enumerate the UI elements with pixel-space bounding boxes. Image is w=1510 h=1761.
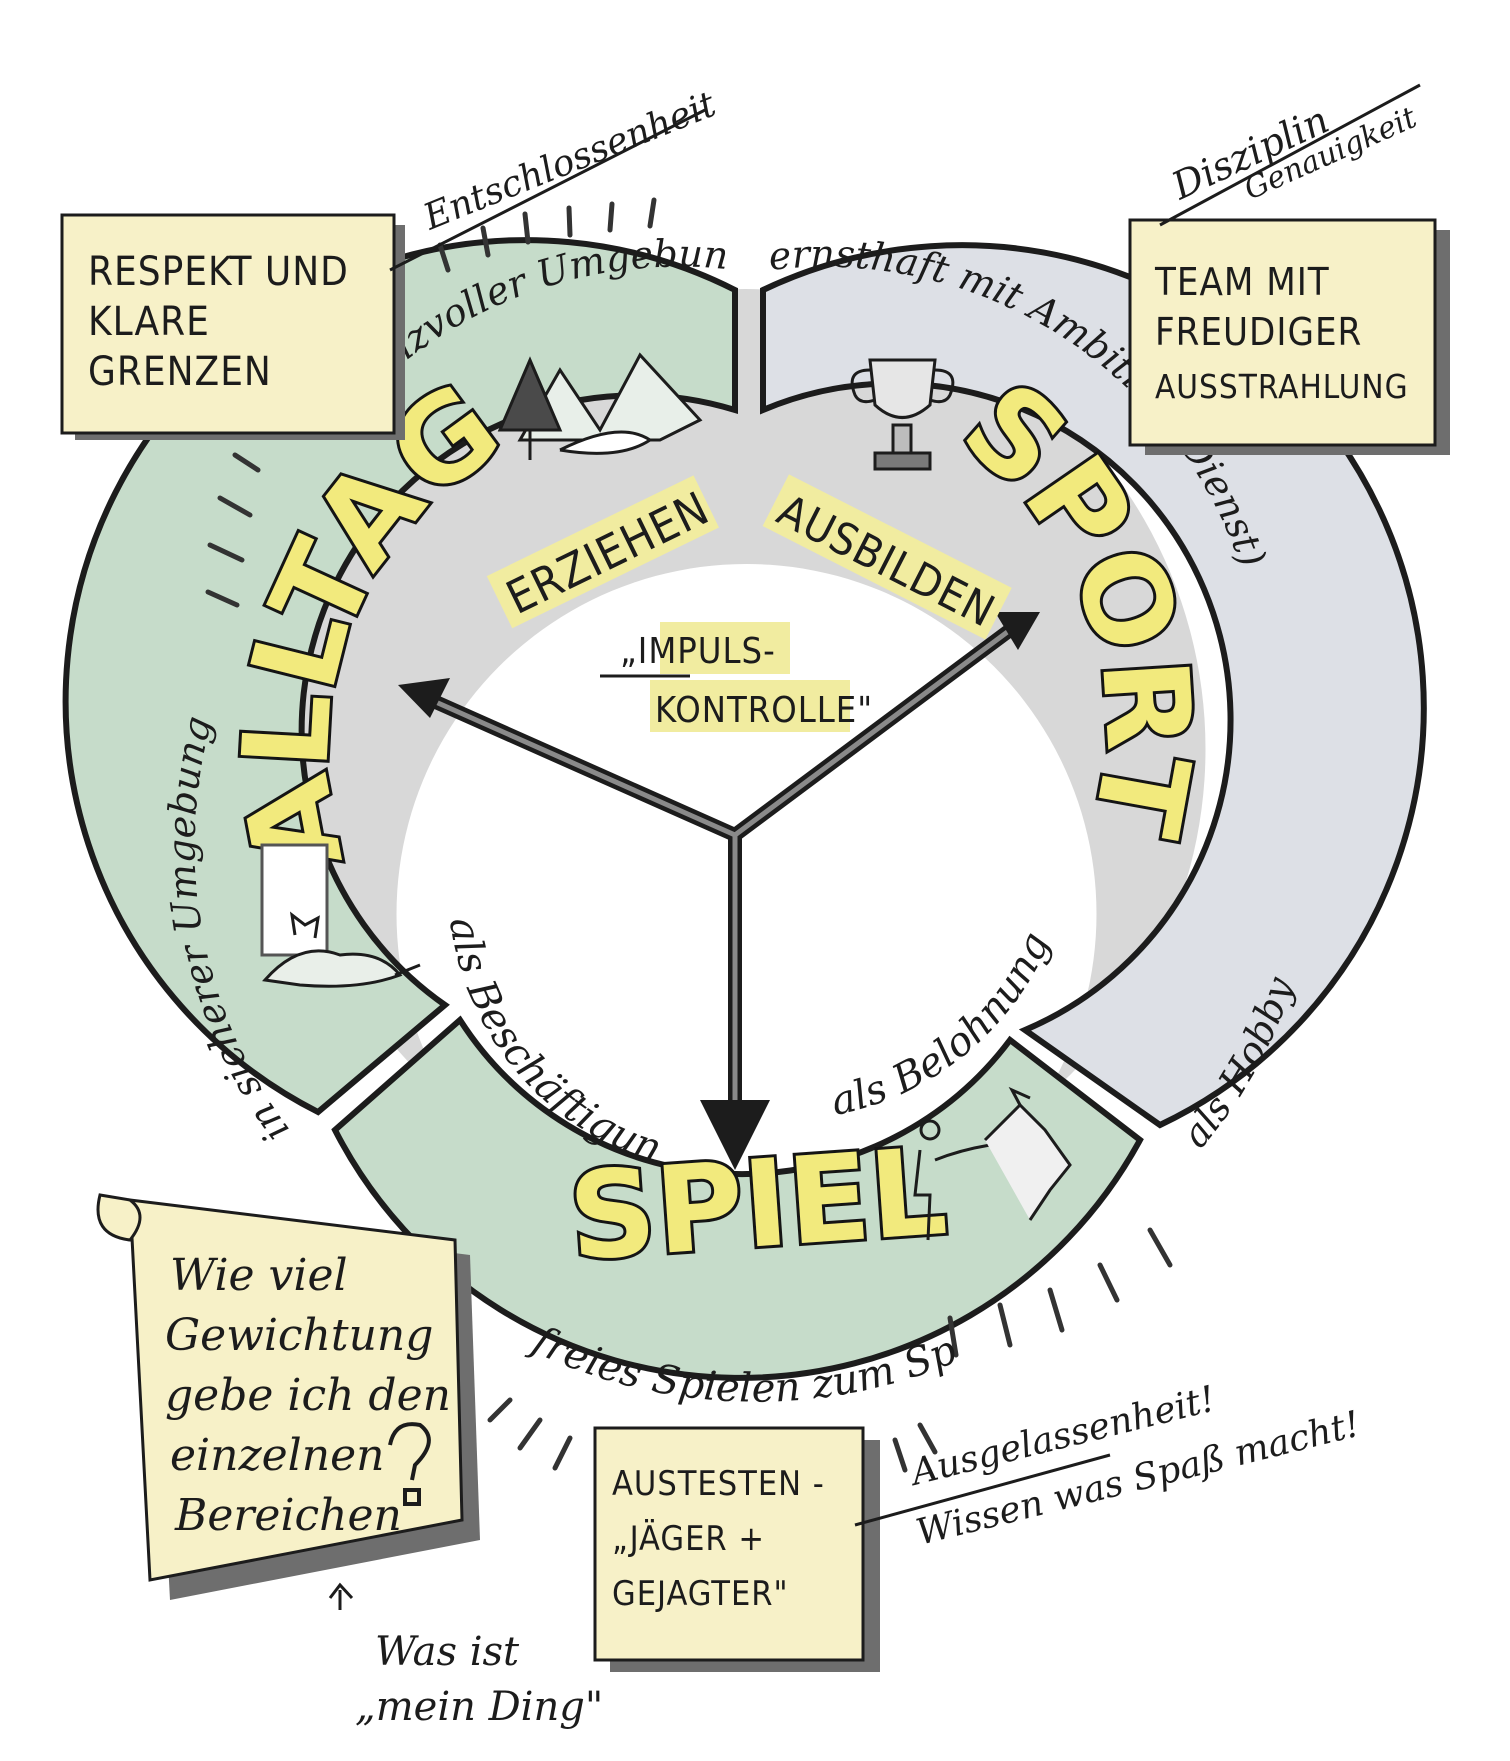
annotation-mein-ding: Was ist „mein Ding" [328, 1582, 603, 1730]
svg-text:RESPEKT UND: RESPEKT UND [88, 249, 349, 295]
svg-text:AUSTESTEN -: AUSTESTEN - [612, 1464, 825, 1504]
note-respekt: RESPEKT UND KLARE GRENZEN [60, 213, 405, 440]
svg-text:GRENZEN: GRENZEN [88, 349, 272, 395]
svg-text:Bereichen: Bereichen [174, 1490, 402, 1541]
svg-text:einzelnen: einzelnen [170, 1430, 384, 1481]
spiel-segment [331, 1015, 1144, 1381]
svg-text:KLARE: KLARE [88, 299, 210, 345]
svg-text:Wie viel: Wie viel [170, 1250, 348, 1301]
person-and-jumping-dog-icon [913, 1086, 1072, 1241]
annotation-disziplin: Disziplin Genauigkeit [1159, 83, 1423, 227]
center-label: „IMPULS- KONTROLLE" [600, 622, 873, 732]
question-mark-icon [388, 1422, 431, 1506]
arrow-head-spiel [700, 1100, 770, 1170]
svg-text:gebe ich den: gebe ich den [165, 1370, 451, 1421]
svg-text:TEAM MIT: TEAM MIT [1154, 260, 1330, 304]
arrow-head-sport [995, 612, 1040, 650]
svg-text:Was ist: Was ist [375, 1629, 520, 1675]
title-spiel: SPIEL [565, 1123, 951, 1288]
center-arrows [398, 612, 1040, 1170]
svg-text:Gewichtung: Gewichtung [165, 1310, 433, 1361]
annotation-ausgelassenheit: Ausgelassenheit! Wissen was Spaß macht! [854, 1379, 1364, 1554]
trophy-icon [850, 358, 955, 471]
note-team: TEAM MIT FREUDIGER AUSSTRAHLUNG [1128, 218, 1450, 455]
svg-text:„JÄGER +: „JÄGER + [612, 1519, 765, 1559]
arrow-head-alltag [398, 678, 450, 718]
note-scroll: Wie viel Gewichtung gebe ich den einzeln… [96, 1193, 480, 1600]
svg-text:FREUDIGER: FREUDIGER [1155, 310, 1362, 354]
svg-text:AUSSTRAHLUNG: AUSSTRAHLUNG [1155, 367, 1409, 406]
center-label-line2: KONTROLLE" [655, 690, 873, 731]
mountain-landscape-icon [497, 352, 703, 460]
svg-text:GEJAGTER": GEJAGTER" [612, 1574, 789, 1614]
ring [62, 237, 1427, 1381]
lying-dog-icon [260, 843, 421, 988]
center-label-line1: „IMPULS- [620, 631, 776, 672]
svg-text:„mein Ding": „mein Ding" [355, 1684, 603, 1730]
alltag-segment [62, 237, 738, 1116]
ray-marks [205, 197, 1173, 1473]
note-austesten: AUSTESTEN - „JÄGER + GEJAGTER" [593, 1426, 880, 1672]
